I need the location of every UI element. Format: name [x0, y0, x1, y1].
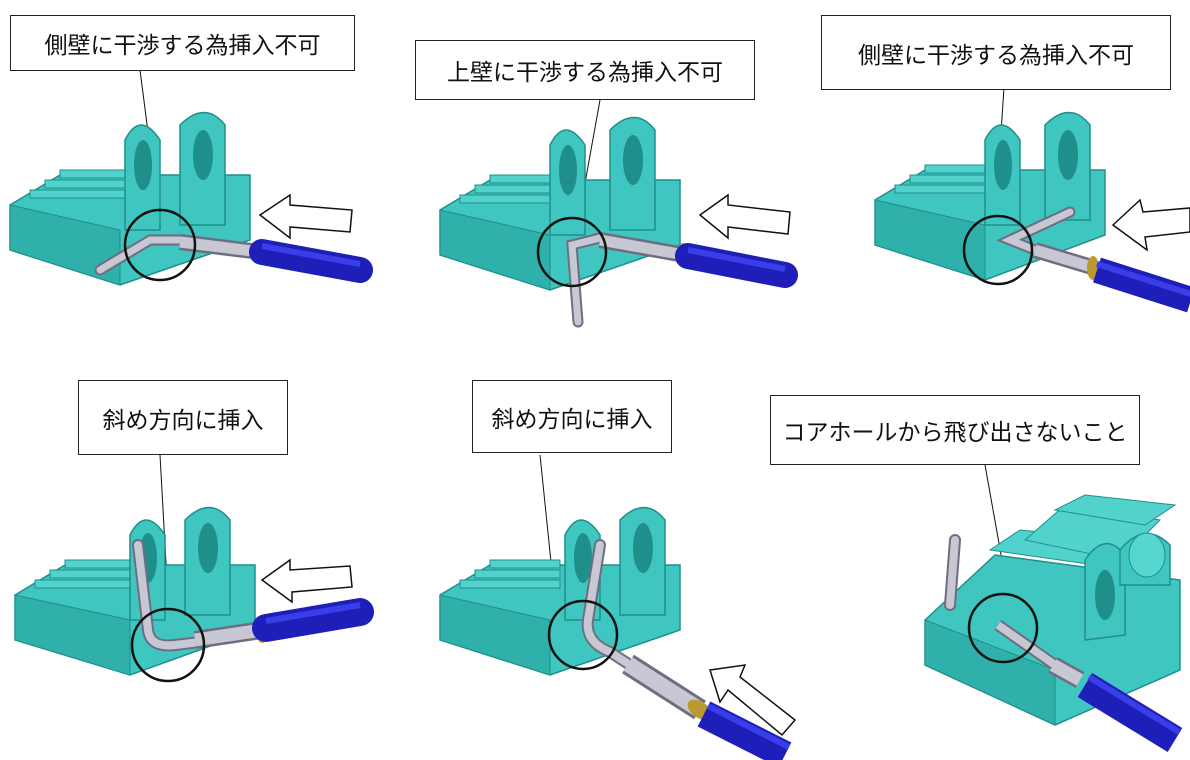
panel-1: 側壁に干渉する為挿入不可 — [0, 0, 396, 380]
callout-label: 側壁に干渉する為挿入不可 — [10, 15, 355, 71]
arrow-left-icon — [698, 193, 791, 240]
arrow-up-left-icon — [709, 664, 797, 737]
panel-2: 上壁に干渉する為挿入不可 — [400, 0, 798, 380]
panel-5: 斜め方向に挿入 — [400, 380, 797, 760]
connector-illustration — [924, 464, 1183, 752]
arrow-left-icon — [258, 193, 353, 240]
callout-label: コアホールから飛び出さないこと — [770, 395, 1140, 465]
arrow-left-icon — [1111, 198, 1190, 252]
arrow-left-icon — [260, 558, 353, 604]
callout-label: 側壁に干渉する為挿入不可 — [821, 15, 1171, 90]
connector-illustration — [9, 69, 373, 286]
connector-illustration — [439, 454, 797, 760]
connector-illustration — [14, 454, 374, 683]
callout-label: 斜め方向に挿入 — [78, 380, 288, 455]
connector-illustration — [874, 71, 1190, 313]
callout-label: 上壁に干渉する為挿入不可 — [415, 40, 755, 100]
connector-illustration — [439, 99, 798, 328]
callout-label: 斜め方向に挿入 — [472, 380, 672, 453]
panel-4: 斜め方向に挿入 — [0, 380, 396, 760]
panel-6: コアホールから飛び出さないこと — [770, 380, 1190, 760]
panel-3: 側壁に干渉する為挿入不可 — [795, 0, 1190, 380]
